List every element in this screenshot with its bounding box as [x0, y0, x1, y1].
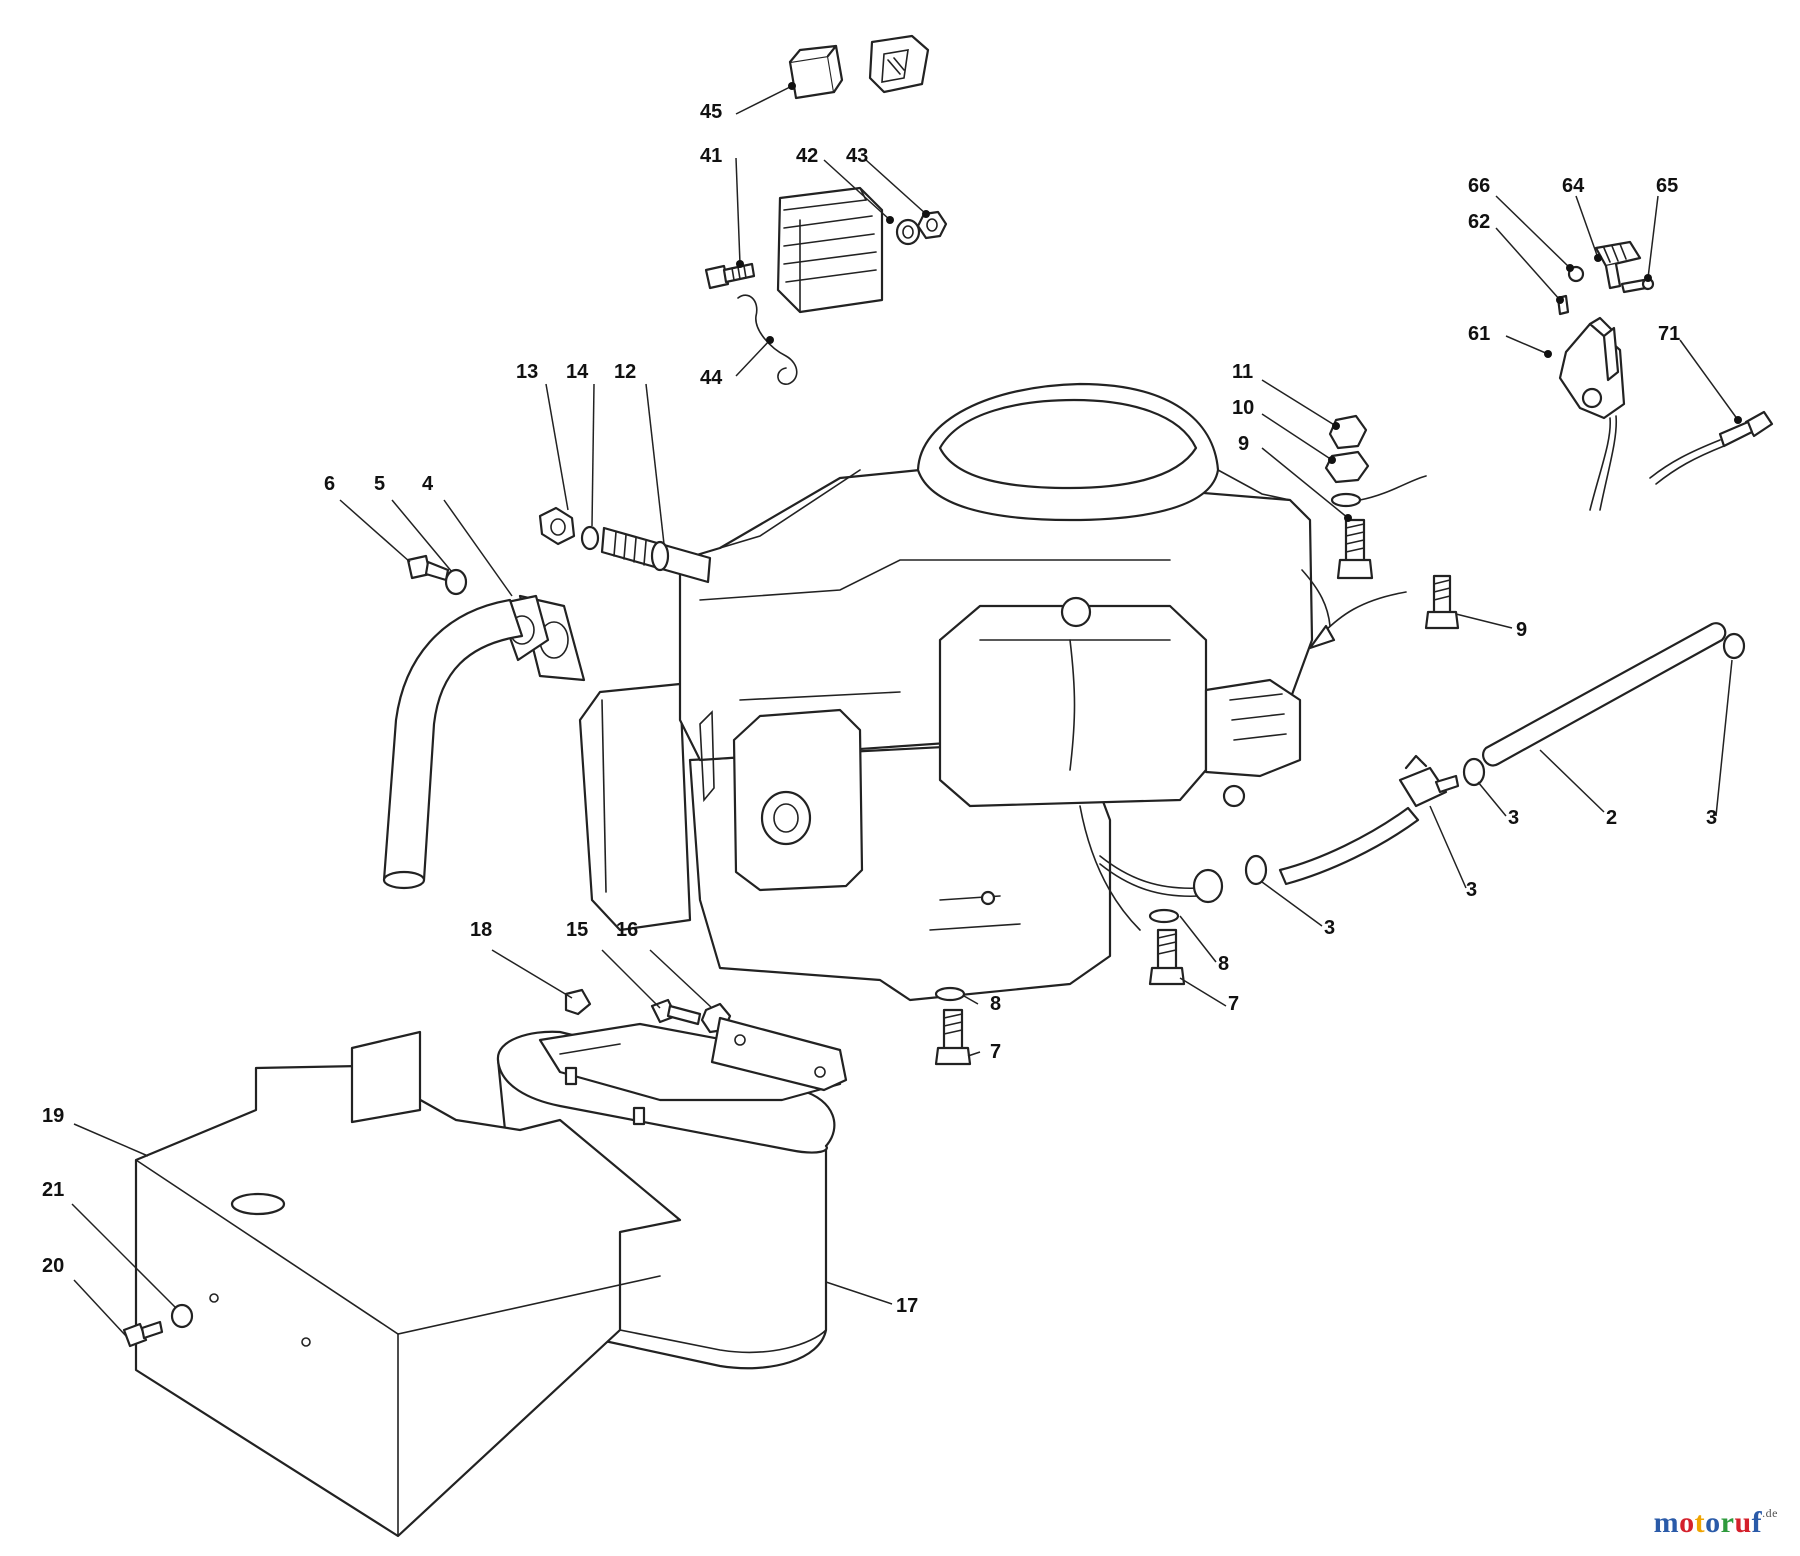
- clamp-a-part: [1244, 632, 1746, 886]
- callout-3-b: 3: [1706, 807, 1717, 829]
- fuel-hose-long-part: [1482, 622, 1727, 767]
- bolt-7-left-part: [934, 1008, 972, 1066]
- gasket-4-part: [496, 594, 586, 682]
- watermark-letters: motoruf: [1654, 1506, 1763, 1539]
- callout-2: 2: [1606, 807, 1617, 829]
- watermark-letter: f: [1751, 1506, 1763, 1539]
- connector-part: [868, 34, 930, 94]
- callout-71: 71: [1658, 323, 1680, 345]
- lever-61-part: [1558, 316, 1626, 511]
- callout-6: 6: [324, 473, 335, 495]
- fuel-filter-part: [1398, 754, 1460, 808]
- callout-7-right: 7: [1228, 993, 1239, 1015]
- washer-8-right-part: [1148, 908, 1180, 924]
- watermark-letter: o: [1705, 1506, 1721, 1539]
- bolt-20-part: [122, 1320, 164, 1348]
- callout-14: 14: [566, 361, 589, 383]
- bolt-15-part: [650, 998, 702, 1026]
- washer-14-part: [580, 525, 600, 551]
- engine-part: [578, 382, 1314, 1002]
- wire-44-part: [737, 294, 798, 385]
- stud-12-part: [600, 526, 712, 584]
- watermark-suffix: .de: [1762, 1506, 1778, 1520]
- cable-71-part: [1649, 410, 1774, 485]
- exhaust-pipe-part: [382, 598, 524, 890]
- callout-12: 12: [614, 361, 636, 383]
- callout-3-a: 3: [1508, 807, 1519, 829]
- callout-44: 44: [700, 367, 723, 389]
- callout-18: 18: [470, 919, 492, 941]
- callout-16: 16: [616, 919, 638, 941]
- callout-66: 66: [1468, 175, 1490, 197]
- screw-65-part: [1620, 277, 1655, 294]
- callout-8-left: 8: [990, 993, 1001, 1015]
- callout-3-d: 3: [1324, 917, 1335, 939]
- nut-11-part: [1328, 414, 1368, 450]
- callout-65: 65: [1656, 175, 1678, 197]
- callout-13: 13: [516, 361, 538, 383]
- bolt-9-upper-part: [1336, 518, 1374, 580]
- washer-21-part: [170, 1303, 194, 1329]
- watermark-letter: u: [1734, 1506, 1752, 1539]
- callout-62: 62: [1468, 211, 1490, 233]
- voltage-regulator-part: [776, 186, 884, 314]
- nut-13-part: [538, 506, 576, 546]
- callout-5: 5: [374, 473, 385, 495]
- clip-18-part: [564, 988, 592, 1016]
- callout-labels: 45 41 42 43 44 66 64 65 62 61 71 11 10 9…: [42, 101, 1717, 1317]
- callout-64: 64: [1562, 175, 1585, 197]
- callout-42: 42: [796, 145, 818, 167]
- callout-17: 17: [896, 1295, 918, 1317]
- watermark-letter: r: [1720, 1506, 1735, 1539]
- callout-3-e: 3: [1328, 917, 1339, 939]
- control-64-part: [1594, 240, 1642, 290]
- washer-5-part: [444, 568, 468, 596]
- watermark-letter: m: [1653, 1506, 1680, 1539]
- callout-20: 20: [42, 1255, 64, 1277]
- leader-lines: [71, 82, 1742, 1337]
- callout-45: 45: [700, 101, 722, 123]
- callout-43: 43: [846, 145, 868, 167]
- bolt-7-right-part: [1148, 928, 1186, 986]
- nut-43-part: [916, 210, 948, 240]
- callout-3-c: 3: [1466, 879, 1477, 901]
- callout-10: 10: [1232, 397, 1254, 419]
- washer-42-part: [895, 218, 921, 246]
- callout-4: 4: [422, 473, 434, 495]
- flange-nut-10-part: [1324, 450, 1370, 484]
- watermark-logo: motoruf.de: [1654, 1506, 1778, 1540]
- callout-61: 61: [1468, 323, 1490, 345]
- bolt-9-right-part: [1424, 574, 1460, 630]
- callout-21: 21: [42, 1179, 64, 1201]
- callout-8-right: 8: [1218, 953, 1229, 975]
- washer-8-left-part: [934, 986, 966, 1002]
- watermark-letter: t: [1694, 1506, 1706, 1539]
- callout-11: 11: [1232, 361, 1253, 383]
- callout-9-upper: 9: [1238, 433, 1249, 455]
- relay-part: [788, 44, 844, 100]
- arrow-part: [1301, 569, 1407, 650]
- washer-9-top-part: [1330, 475, 1427, 508]
- watermark-letter: o: [1679, 1506, 1695, 1539]
- callout-41: 41: [700, 145, 722, 167]
- fuel-hose-short-part: [1278, 806, 1420, 886]
- bolt-41-part: [704, 262, 756, 290]
- callout-9-right: 9: [1516, 619, 1527, 641]
- callout-15: 15: [566, 919, 588, 941]
- heat-shield-19-part: [134, 1030, 682, 1538]
- callout-7-left: 7: [990, 1041, 1001, 1063]
- callout-19: 19: [42, 1105, 64, 1127]
